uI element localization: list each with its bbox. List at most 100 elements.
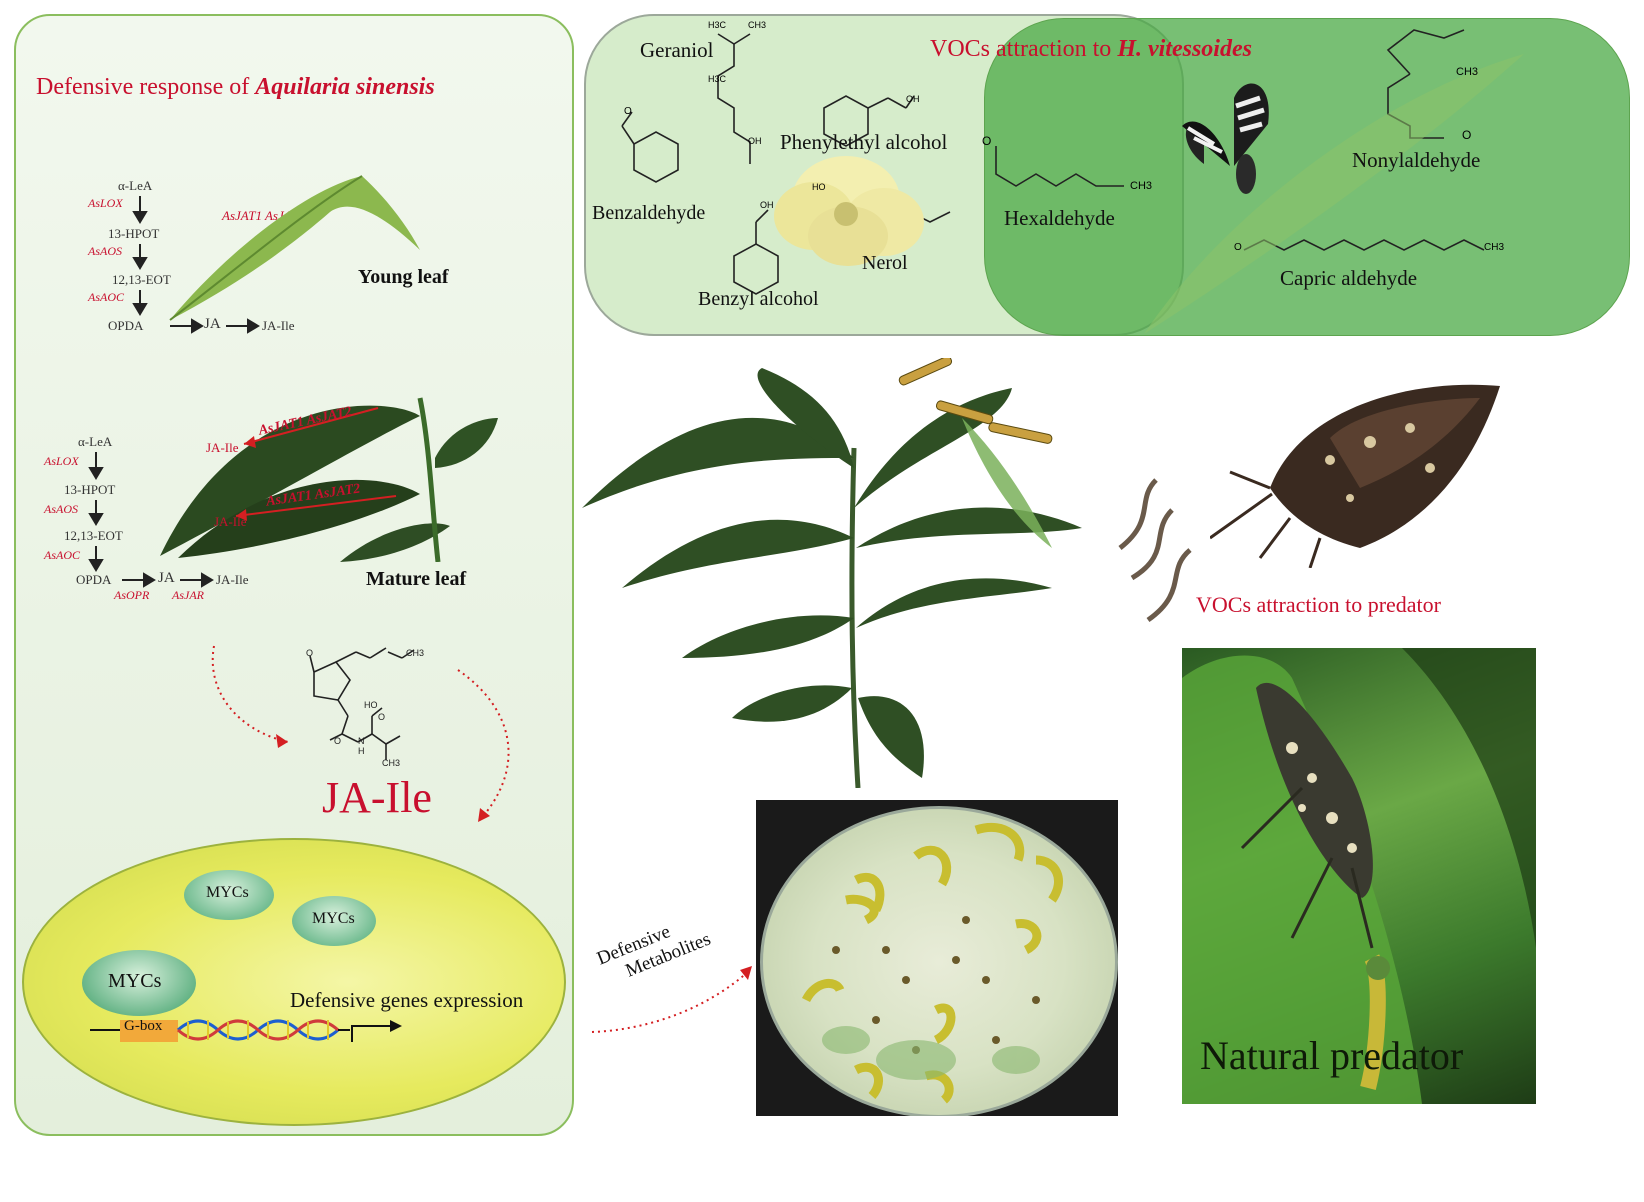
arrow-head-icon bbox=[236, 509, 247, 521]
ja-ile-label: JA-Ile bbox=[322, 773, 432, 822]
pathway-step: 13-HPOT bbox=[64, 482, 116, 497]
myc-label: MYCs bbox=[312, 910, 355, 927]
mature-leaf-lower bbox=[178, 479, 420, 558]
pathway-step: 13-HPOT bbox=[108, 226, 160, 241]
pathway-step: OPDA bbox=[76, 572, 112, 587]
hexaldehyde-structure bbox=[995, 146, 1124, 187]
atom-label: CH3 bbox=[1484, 242, 1505, 253]
moth-illustration bbox=[1182, 83, 1269, 194]
atom-label: CH3 bbox=[1130, 180, 1153, 192]
capric-aldehyde-structure bbox=[1243, 239, 1485, 251]
dotted-arrow-right bbox=[457, 669, 510, 823]
atom-label: HO bbox=[364, 700, 378, 710]
enzyme-label: AsOPR bbox=[114, 588, 150, 602]
leaf-ja-label: JA-Ile bbox=[206, 440, 239, 455]
pathway-step: α-LeA bbox=[118, 178, 153, 193]
compound-label: Phenylethyl alcohol bbox=[780, 130, 948, 154]
atom-label: CH3 bbox=[406, 648, 425, 658]
g-box-label: G-box bbox=[124, 1018, 163, 1034]
geraniol-structure bbox=[717, 44, 751, 164]
atom-label: HO bbox=[812, 182, 826, 192]
atom-label: H3C bbox=[708, 20, 727, 30]
compound-label: Hexaldehyde bbox=[1004, 206, 1115, 230]
mature-leaf-small bbox=[340, 523, 450, 562]
atom-label: O bbox=[306, 648, 314, 658]
atom-label: CH3 bbox=[382, 758, 401, 768]
arrow-head-icon bbox=[276, 734, 288, 748]
atom-label: O bbox=[1462, 128, 1472, 142]
atom-label: N bbox=[358, 736, 365, 746]
myc-protein bbox=[184, 870, 274, 920]
prey-larva bbox=[1360, 954, 1390, 1090]
pathway-step: JA bbox=[204, 316, 221, 332]
predator-scene bbox=[1182, 648, 1536, 1104]
benzyl-ring bbox=[733, 243, 779, 295]
pathway-step: 12,13-EOT bbox=[112, 272, 171, 287]
enzyme-label: AsLOX bbox=[44, 454, 79, 468]
predator-attraction-label: VOCs attraction to predator bbox=[1196, 592, 1441, 617]
larvae-on-dish bbox=[801, 822, 1063, 1104]
defense-panel-title: Defensive response of Aquilaria sinensis bbox=[36, 74, 435, 100]
arrow-head-icon bbox=[478, 808, 490, 822]
enzyme-label: AsLOX bbox=[88, 196, 123, 210]
mature-leaf-stem bbox=[417, 397, 441, 562]
mature-leaves-illustration bbox=[160, 397, 498, 562]
compound-label: Nonylaldehyde bbox=[1352, 148, 1481, 172]
dotted-arrow-left bbox=[211, 645, 289, 743]
compound-label: Nerol bbox=[862, 252, 908, 274]
pathway-step: α-LeA bbox=[78, 434, 113, 449]
benzaldehyde-ring bbox=[633, 131, 679, 183]
atom-label: O bbox=[334, 736, 342, 746]
leaf-ja-label: JA-Ile bbox=[214, 514, 247, 529]
nucleus bbox=[22, 838, 566, 1126]
arrow-head-icon bbox=[740, 966, 752, 980]
compound-label: Geraniol bbox=[640, 38, 714, 62]
young-leaf-illustration bbox=[169, 175, 420, 321]
natural-predator-photo: Natural predator bbox=[1182, 648, 1536, 1104]
enzyme-label: AsAOS bbox=[44, 502, 78, 516]
myc-label: MYCs bbox=[206, 884, 249, 901]
expression-label: Defensive genes expression bbox=[290, 988, 524, 1012]
metabolites-arrow bbox=[591, 966, 752, 1033]
pathway-step: JA bbox=[158, 570, 175, 586]
pathway-step: OPDA bbox=[108, 318, 144, 333]
atom-label: CH3 bbox=[748, 20, 767, 30]
dna-strand bbox=[90, 1019, 402, 1042]
arrow-head-icon bbox=[244, 436, 256, 448]
translocation-arrow-top bbox=[243, 407, 379, 445]
myc-protein bbox=[292, 896, 376, 946]
young-leaf bbox=[170, 176, 420, 320]
voc-emission-waves bbox=[1118, 478, 1192, 623]
compound-label: Benzaldehyde bbox=[592, 202, 706, 224]
pathway-step: JA-Ile bbox=[216, 572, 249, 587]
mature-leaf-label: Mature leaf bbox=[366, 568, 467, 590]
vocs-panel-title: VOCs attraction to H. vitessoides bbox=[930, 36, 1252, 62]
aquilaria-seedling bbox=[582, 358, 1082, 788]
atom-label: CH3 bbox=[1456, 66, 1479, 78]
enzyme-label: AsAOC bbox=[44, 548, 80, 562]
enzyme-label: AsAOS bbox=[88, 244, 122, 258]
seedling-stem bbox=[849, 447, 861, 788]
pathway-step: JA-Ile bbox=[262, 318, 295, 333]
myc-protein bbox=[82, 950, 196, 1016]
compound-label: Capric aldehyde bbox=[1280, 266, 1418, 290]
g-box-region bbox=[120, 1020, 178, 1042]
pathway-step: 12,13-EOT bbox=[64, 528, 123, 543]
young-leaf-midrib bbox=[169, 175, 363, 321]
phenylethyl-ring bbox=[823, 95, 869, 147]
mature-leaf-upper bbox=[160, 405, 420, 556]
atom-label: H bbox=[358, 746, 365, 756]
atom-label: O bbox=[982, 134, 992, 148]
enzyme-label: AsJAR bbox=[172, 588, 204, 602]
enzyme-label: AsAOC bbox=[88, 290, 124, 304]
mature-leaf-tip bbox=[435, 418, 498, 468]
compound-label: Benzyl alcohol bbox=[698, 288, 819, 310]
predator-bug-illustration bbox=[1210, 384, 1500, 568]
voc-structures bbox=[621, 29, 1524, 334]
flower-illustration bbox=[774, 156, 924, 266]
atom-label: OH bbox=[906, 94, 920, 104]
background-leaf bbox=[1144, 54, 1524, 334]
ja-ile-molecule bbox=[211, 645, 510, 823]
caterpillars bbox=[898, 358, 1053, 444]
transcription-arrow bbox=[351, 1025, 390, 1042]
